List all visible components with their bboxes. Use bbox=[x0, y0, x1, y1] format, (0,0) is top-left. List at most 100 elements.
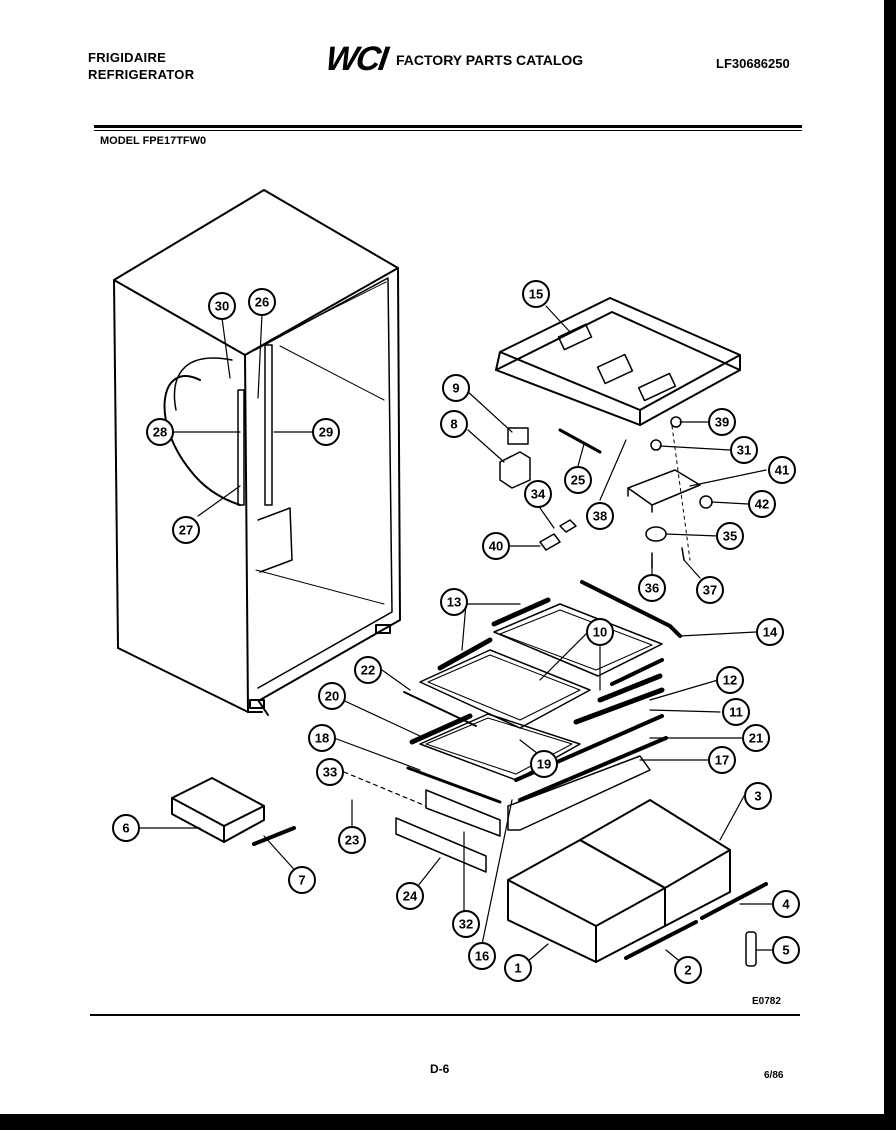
callout-circle bbox=[440, 588, 468, 616]
callout-20: 20 bbox=[318, 682, 346, 710]
callout-label: 23 bbox=[345, 833, 359, 848]
product-type: REFRIGERATOR bbox=[88, 67, 195, 82]
callout-label: 5 bbox=[782, 943, 789, 958]
meat-keeper-drawing bbox=[171, 777, 296, 846]
callout-circle bbox=[564, 466, 592, 494]
callout-circle bbox=[442, 374, 470, 402]
callout-31: 31 bbox=[730, 436, 758, 464]
callout-circle bbox=[308, 724, 336, 752]
callout-label: 32 bbox=[459, 917, 473, 932]
callout-36: 36 bbox=[638, 574, 666, 602]
callout-40: 40 bbox=[482, 532, 510, 560]
callout-circle bbox=[530, 750, 558, 778]
callout-circle bbox=[522, 280, 550, 308]
callout-label: 39 bbox=[715, 415, 729, 430]
callout-label: 25 bbox=[571, 473, 585, 488]
callout-label: 9 bbox=[452, 381, 459, 396]
callout-17: 17 bbox=[708, 746, 736, 774]
callout-circle bbox=[316, 758, 344, 786]
callout-circle bbox=[772, 890, 800, 918]
callout-label: 20 bbox=[325, 689, 339, 704]
callout-circle bbox=[338, 826, 366, 854]
callout-circle bbox=[318, 682, 346, 710]
callout-circle bbox=[730, 436, 758, 464]
brand-name: FRIGIDAIRE bbox=[88, 50, 167, 65]
callout-33: 33 bbox=[316, 758, 344, 786]
page-number: D-6 bbox=[430, 1062, 450, 1076]
callout-24: 24 bbox=[396, 882, 424, 910]
callout-circle bbox=[722, 698, 750, 726]
header-rule-thin bbox=[94, 130, 802, 131]
callout-label: 24 bbox=[403, 889, 418, 904]
callout-label: 16 bbox=[475, 949, 489, 964]
scan-border-bottom bbox=[0, 1114, 896, 1130]
callout-circle bbox=[440, 410, 468, 438]
callout-circle bbox=[708, 746, 736, 774]
callout-circle bbox=[586, 618, 614, 646]
catalog-part-number: LF30686250 bbox=[716, 56, 790, 71]
callout-8: 8 bbox=[440, 410, 468, 438]
catalog-title: FACTORY PARTS CATALOG bbox=[396, 52, 584, 68]
callout-26: 26 bbox=[248, 288, 276, 316]
callout-38: 38 bbox=[586, 502, 614, 530]
callout-1: 1 bbox=[504, 954, 532, 982]
callout-41: 41 bbox=[768, 456, 796, 484]
callout-label: 31 bbox=[737, 443, 751, 458]
callout-circle bbox=[674, 956, 702, 984]
callout-label: 19 bbox=[537, 757, 551, 772]
callout-label: 10 bbox=[593, 625, 607, 640]
callout-15: 15 bbox=[522, 280, 550, 308]
callout-circle bbox=[708, 408, 736, 436]
callout-circle bbox=[172, 516, 200, 544]
callout-11: 11 bbox=[722, 698, 750, 726]
callout-circle bbox=[452, 910, 480, 938]
print-date: 6/86 bbox=[764, 1070, 784, 1081]
callout-22: 22 bbox=[354, 656, 382, 684]
callout-circle bbox=[208, 292, 236, 320]
callout-39: 39 bbox=[708, 408, 736, 436]
callout-label: 37 bbox=[703, 583, 717, 598]
callout-7: 7 bbox=[288, 866, 316, 894]
callout-27: 27 bbox=[172, 516, 200, 544]
callout-label: 35 bbox=[723, 529, 737, 544]
callout-label: 14 bbox=[763, 625, 778, 640]
callout-circle bbox=[716, 666, 744, 694]
callout-label: 4 bbox=[782, 897, 790, 912]
callout-12: 12 bbox=[716, 666, 744, 694]
callout-label: 3 bbox=[754, 789, 761, 804]
callout-label: 33 bbox=[323, 765, 337, 780]
callout-label: 28 bbox=[153, 425, 167, 440]
callout-10: 10 bbox=[586, 618, 614, 646]
cabinet-drawing bbox=[113, 189, 401, 716]
callout-30: 30 bbox=[208, 292, 236, 320]
callout-circle bbox=[468, 942, 496, 970]
callout-34: 34 bbox=[524, 480, 552, 508]
callout-circle bbox=[396, 882, 424, 910]
callout-16: 16 bbox=[468, 942, 496, 970]
callout-label: 42 bbox=[755, 497, 769, 512]
callout-label: 36 bbox=[645, 581, 659, 596]
callout-circle bbox=[146, 418, 174, 446]
callout-label: 2 bbox=[684, 963, 691, 978]
callout-circle bbox=[482, 532, 510, 560]
callout-21: 21 bbox=[742, 724, 770, 752]
callout-6: 6 bbox=[112, 814, 140, 842]
callout-circle bbox=[748, 490, 776, 518]
callout-circle bbox=[772, 936, 800, 964]
model-label: MODEL FPE17TFW0 bbox=[100, 135, 207, 147]
drawing-code: E0782 bbox=[752, 996, 781, 1007]
callout-label: 22 bbox=[361, 663, 375, 678]
callout-label: 18 bbox=[315, 731, 329, 746]
callout-32: 32 bbox=[452, 910, 480, 938]
callout-42: 42 bbox=[748, 490, 776, 518]
callout-28: 28 bbox=[146, 418, 174, 446]
crisper-drawers-drawing bbox=[507, 799, 768, 967]
callout-37: 37 bbox=[696, 576, 724, 604]
leader-lines bbox=[139, 305, 773, 969]
callout-23: 23 bbox=[338, 826, 366, 854]
footer-rule bbox=[90, 1014, 800, 1016]
callout-3: 3 bbox=[744, 782, 772, 810]
callout-label: 40 bbox=[489, 539, 503, 554]
callout-label: 34 bbox=[531, 487, 546, 502]
